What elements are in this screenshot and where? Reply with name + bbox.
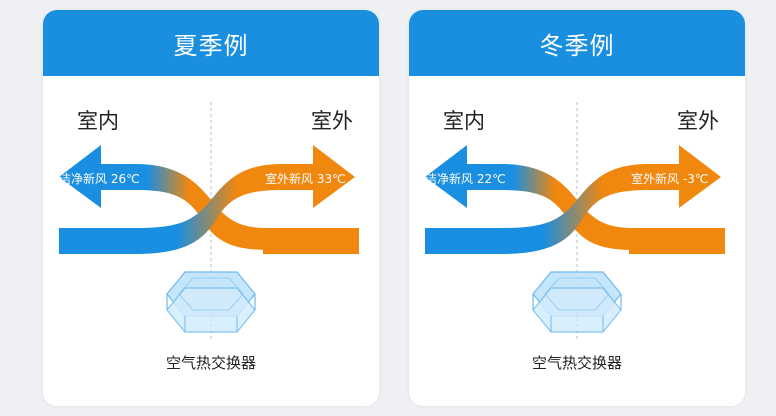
fresh-air-flow-arrow — [425, 145, 635, 250]
exhaust-outdoor-label: 室外排风 33℃ — [269, 259, 350, 273]
summer-diagram — [59, 102, 359, 340]
outdoor-fresh-air-arrow — [425, 145, 721, 254]
outdoor-label: 室外 — [677, 109, 719, 133]
indoor-label: 室内 — [443, 109, 485, 133]
outdoor-label: 室外 — [311, 109, 353, 133]
summer-title: 夏季例 — [43, 10, 379, 76]
outdoor-fresh-air-arrow — [59, 145, 355, 254]
winter-title: 冬季例 — [409, 10, 745, 76]
fresh-air-indoor-label: 洁净新风 22℃ — [425, 172, 506, 186]
outdoor-exhaust-band — [629, 228, 725, 254]
fresh-air-indoor-label: 洁净新风 26℃ — [59, 172, 140, 186]
fresh-air-outdoor-label: 室外新风 -3℃ — [631, 172, 709, 186]
winter-panel: 冬季例 室内 室外 洁净新风 22℃ 室外新风 -3℃ 室内排风 25℃ 室外排… — [409, 10, 745, 406]
exhaust-outdoor-label: 室外排风 0℃ — [635, 259, 708, 273]
heat-exchanger-icon — [166, 271, 256, 333]
indoor-label: 室内 — [77, 109, 119, 133]
fresh-air-outdoor-label: 室外新风 33℃ — [265, 172, 346, 186]
winter-diagram — [425, 102, 725, 340]
fresh-air-flow-arrow — [59, 145, 269, 250]
exhaust-indoor-label: 室内排风 24℃ — [63, 259, 144, 273]
exhaust-indoor-label: 室内排风 25℃ — [429, 259, 510, 273]
summer-panel: 夏季例 室内 室外 洁净新风 26℃ 室外新风 33℃ 室内排风 24℃ 室外排… — [43, 10, 379, 406]
heat-exchanger-icon — [532, 271, 622, 333]
heat-exchanger-label: 空气热交换器 — [531, 354, 622, 372]
heat-exchanger-label: 空气热交换器 — [165, 354, 256, 372]
outdoor-exhaust-band — [263, 228, 359, 254]
